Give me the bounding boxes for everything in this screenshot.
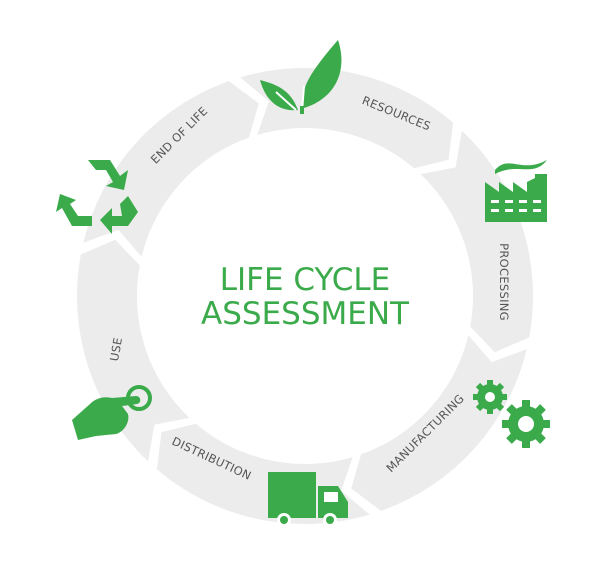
ring-segment-distribution [156,423,370,525]
ring-segment-use [76,239,190,462]
gears-icon [473,380,550,448]
stage-label-processing: PROCESSING [497,243,511,321]
factory-icon [485,160,547,222]
stage-label-use: USE [107,336,125,362]
ring-segment-processing [420,130,534,353]
recycle-icon [56,160,138,234]
truck-icon [268,472,348,527]
hand-pointer-icon [72,385,152,440]
title-line-2: ASSESSMENT [201,296,410,332]
leaf-icon [260,40,342,114]
title-line-1: LIFE CYCLE [220,262,391,298]
ring-segment-manufacturing [351,335,527,511]
ring-segment-resources [240,67,454,169]
